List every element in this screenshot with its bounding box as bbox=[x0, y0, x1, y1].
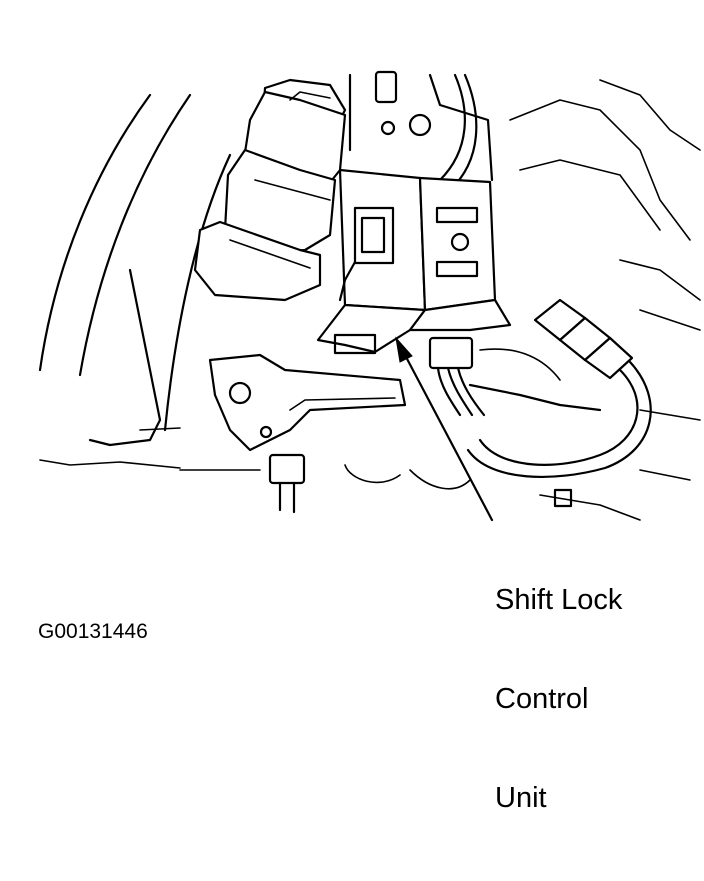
lower-connector bbox=[428, 336, 486, 417]
lower-details bbox=[139, 427, 641, 521]
callout-label: Shift Lock Control Unit bbox=[495, 518, 622, 881]
relay-block bbox=[193, 78, 347, 302]
shift-lock-figure: Shift Lock Control Unit G00131446 bbox=[38, 70, 701, 814]
control-unit-box bbox=[316, 168, 512, 355]
figure-id: G00131446 bbox=[38, 620, 148, 643]
callout-line-1: Shift Lock bbox=[495, 584, 623, 616]
right-harness bbox=[466, 298, 652, 479]
callout-line-2: Control bbox=[495, 683, 589, 715]
mounting-bracket bbox=[208, 353, 407, 452]
column-shroud bbox=[38, 93, 232, 469]
dash-panel-right bbox=[509, 79, 701, 481]
callout-line-3: Unit bbox=[495, 782, 547, 814]
callout-leader bbox=[395, 336, 494, 522]
component-line-drawing bbox=[38, 70, 701, 522]
